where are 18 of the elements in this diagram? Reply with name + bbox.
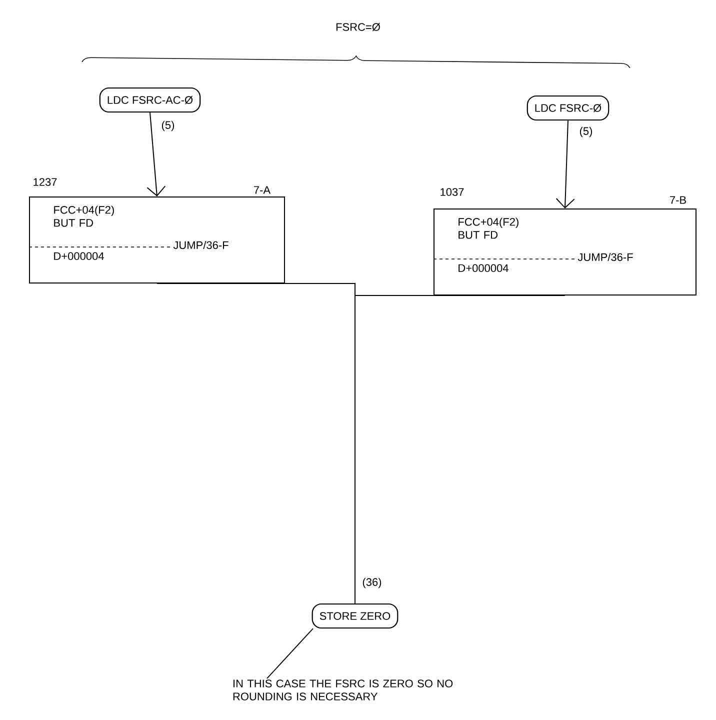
process-box: FCC+04(F2) BUT FD JUMP/36-F D+000004 [28, 196, 285, 284]
arrow [146, 112, 166, 196]
edge-label: (36) [361, 576, 383, 590]
beside-label: 7-A [254, 186, 271, 194]
edge-label: (5) [160, 120, 176, 132]
note-text: IN THIS CASE THE FSRC IS ZERO SO NO ROUNDING IS NECESSARY [233, 680, 453, 700]
process-box: FCC+04(F2) BUT FD JUMP/36-F D+000004 [433, 208, 696, 296]
terminal-box: LDC FSRC-Ø [526, 95, 610, 121]
arrow [556, 120, 575, 208]
terminal-box: LDC FSRC-AC-Ø [99, 87, 201, 113]
edge-label: (5) [578, 126, 594, 138]
beside-label: 7-B [670, 196, 686, 204]
brace-label: FSRC=Ø [336, 22, 380, 32]
beside-label: 1237 [34, 178, 57, 186]
connector-line [354, 295, 566, 604]
leader-line [266, 628, 314, 679]
terminal-box: STORE ZERO [312, 603, 398, 629]
beside-label: 1037 [440, 188, 464, 196]
